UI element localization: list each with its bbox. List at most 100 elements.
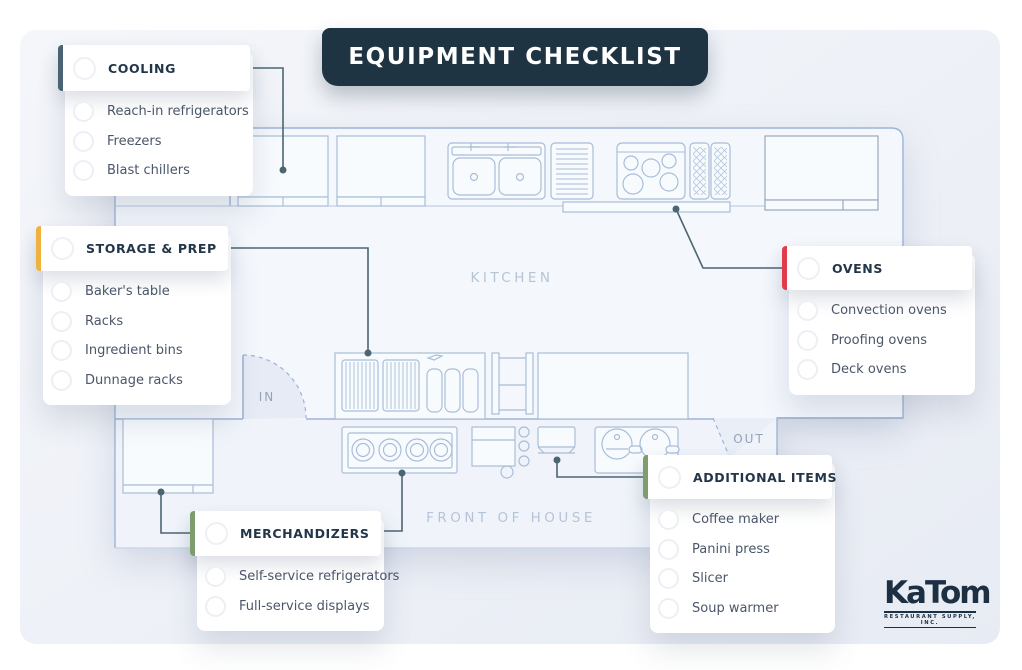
checkbox-circle[interactable]	[51, 340, 72, 362]
checkbox-circle[interactable]	[51, 310, 72, 332]
checklist-item: Deck ovens	[797, 355, 972, 385]
door-out-label: OUT	[733, 432, 765, 446]
checkbox-circle[interactable]	[658, 597, 679, 619]
card-title: OVENS	[832, 260, 883, 276]
connector-dots	[157, 166, 680, 496]
katom-tagline: RESTAURANT SUPPLY, INC.	[884, 611, 976, 628]
checklist-item: Ingredient bins	[51, 336, 228, 366]
checklist-item: Blast chillers	[73, 156, 250, 186]
panini-press-icon	[537, 426, 576, 454]
connector-additional-items	[556, 460, 643, 478]
right-counter	[764, 135, 879, 211]
checkbox-circle[interactable]	[658, 568, 679, 590]
stove-counter-strip	[562, 201, 731, 213]
connector-lines	[160, 67, 782, 534]
item-label: Dunnage racks	[85, 372, 183, 388]
item-label: Deck ovens	[831, 362, 907, 378]
prep-table	[537, 352, 689, 420]
island-racks-and-bins	[334, 352, 486, 420]
connector-ovens	[675, 208, 782, 269]
checklist-item: Convection ovens	[797, 296, 972, 326]
item-label: Racks	[85, 313, 124, 329]
item-label: Full-service displays	[239, 598, 370, 614]
item-label: Self-service refrigerators	[239, 569, 400, 585]
checklist-item: Panini press	[658, 535, 832, 565]
card-ovens: OVENS Convection ovens Proofing ovens De…	[782, 246, 975, 395]
item-label: Blast chillers	[107, 163, 190, 179]
connector-merchandizers-right	[382, 473, 403, 532]
item-label: Slicer	[692, 571, 728, 587]
title-banner: EQUIPMENT CHECKLIST	[322, 28, 708, 86]
item-label: Reach-in refrigerators	[107, 104, 249, 120]
checkbox-circle[interactable]	[51, 281, 72, 303]
checkbox-circle[interactable]	[658, 509, 679, 531]
scoop-icon	[426, 354, 444, 361]
item-label: Ingredient bins	[85, 343, 183, 359]
checkbox-circle[interactable]	[205, 566, 226, 588]
card-cooling-items: Reach-in refrigerators Freezers Blast ch…	[58, 91, 250, 186]
checklist-item: Soup warmer	[658, 594, 832, 624]
door-in	[242, 354, 307, 419]
item-label: Panini press	[692, 541, 770, 557]
checkbox-circle[interactable]	[73, 101, 94, 123]
checkbox-circle[interactable]	[658, 465, 681, 489]
katom-wordmark: KaTom	[884, 575, 992, 611]
card-merchandizers: MERCHANDIZERS Self-service refrigerators…	[190, 511, 399, 631]
card-storage-prep-items: Baker's table Racks Ingredient bins Dunn…	[36, 271, 228, 395]
checkbox-circle[interactable]	[658, 538, 679, 560]
item-label: Soup warmer	[692, 600, 779, 616]
card-cooling-header: COOLING	[58, 45, 250, 91]
card-merchandizers-header: MERCHANDIZERS	[190, 511, 381, 556]
checkbox-circle[interactable]	[797, 359, 818, 381]
grill-grates-icon	[689, 142, 731, 200]
checklist-item: Racks	[51, 307, 228, 337]
rolling-rack-icon	[491, 352, 534, 415]
card-title: COOLING	[108, 60, 176, 76]
item-label: Coffee maker	[692, 512, 780, 528]
item-label: Baker's table	[85, 284, 170, 300]
checkbox-circle[interactable]	[205, 522, 228, 545]
checkbox-circle[interactable]	[51, 237, 74, 260]
connector-merchandizers-left	[160, 492, 190, 534]
door-out	[712, 417, 777, 459]
coffee-maker-icon	[471, 426, 530, 479]
range-stove-icon	[616, 142, 686, 200]
merchandizer-counter	[122, 418, 214, 494]
drainboard-icon	[550, 142, 594, 200]
checklist-item: Self-service refrigerators	[205, 562, 399, 592]
connector-cooling	[250, 67, 284, 170]
page-title: EQUIPMENT CHECKLIST	[348, 44, 682, 70]
checklist-item: Coffee maker	[658, 505, 832, 535]
card-additional-items: ADDITIONAL ITEMS Coffee maker Panini pre…	[643, 455, 836, 633]
display-wells-unit	[341, 426, 458, 474]
checkbox-circle[interactable]	[73, 130, 94, 152]
card-title: ADDITIONAL ITEMS	[693, 469, 838, 485]
katom-logo: KaTom RESTAURANT SUPPLY, INC.	[884, 575, 992, 628]
checklist-item: Dunnage racks	[51, 366, 228, 396]
checklist-item: Proofing ovens	[797, 326, 972, 356]
checkbox-circle[interactable]	[51, 369, 72, 391]
checkbox-circle[interactable]	[73, 160, 94, 182]
checkbox-circle[interactable]	[73, 56, 96, 80]
checkbox-circle[interactable]	[205, 595, 226, 617]
door-in-label: IN	[259, 390, 276, 404]
card-storage-prep: STORAGE & PREP Baker's table Racks Ingre…	[36, 226, 231, 405]
checkbox-circle[interactable]	[797, 300, 818, 322]
item-label: Freezers	[107, 133, 162, 149]
checklist-item: Reach-in refrigerators	[73, 97, 250, 127]
checkbox-circle[interactable]	[797, 329, 818, 351]
card-cooling: COOLING Reach-in refrigerators Freezers …	[58, 45, 253, 196]
card-ovens-header: OVENS	[782, 246, 972, 290]
checklist-item: Full-service displays	[205, 592, 381, 622]
checklist-item: Slicer	[658, 564, 832, 594]
checklist-item: Freezers	[73, 127, 250, 157]
checkbox-circle[interactable]	[797, 256, 820, 280]
card-additional-items-items: Coffee maker Panini press Slicer Soup wa…	[643, 499, 832, 623]
double-sink-icon	[447, 142, 546, 200]
card-title: STORAGE & PREP	[86, 241, 217, 256]
counter-cabinet-2	[336, 135, 426, 207]
card-additional-items-header: ADDITIONAL ITEMS	[643, 455, 836, 499]
checklist-item: Baker's table	[51, 277, 228, 307]
